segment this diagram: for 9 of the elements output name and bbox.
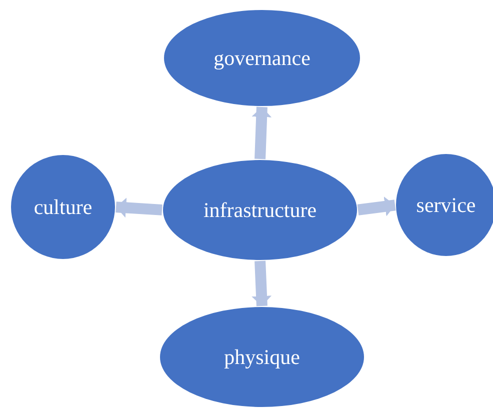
node-label: infrastructure bbox=[203, 198, 317, 222]
node-label: service bbox=[416, 192, 476, 218]
node-label: culture bbox=[34, 194, 92, 220]
block-arrow bbox=[252, 260, 272, 306]
block-arrow bbox=[252, 106, 272, 160]
block-arrow bbox=[357, 196, 396, 216]
block-arrow bbox=[116, 198, 162, 218]
node-label: physique bbox=[224, 344, 300, 370]
node-label: governance bbox=[214, 46, 310, 70]
